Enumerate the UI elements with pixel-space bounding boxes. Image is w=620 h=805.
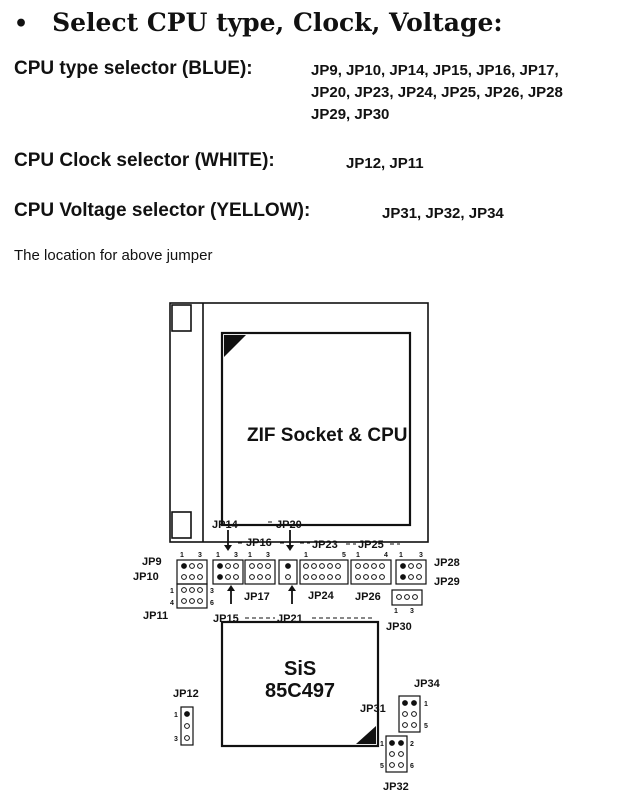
jp24-label: JP24: [308, 590, 335, 602]
pin-number-label: 1: [304, 552, 308, 559]
cpu-clock-line-1: JP12, JP11: [346, 155, 424, 172]
cpu-voltage-label: CPU Voltage selector (YELLOW):: [14, 200, 311, 221]
jp16-label: JP16: [246, 537, 272, 549]
pin-number-label: 4: [170, 600, 174, 607]
pin-number-label: 3: [419, 552, 423, 559]
section-heading: • Select CPU type, Clock, Voltage:: [14, 8, 503, 37]
jp30-label: JP30: [386, 621, 412, 633]
jp34-label: JP34: [414, 678, 441, 690]
cpu-type-line-3: JP29, JP30: [311, 106, 390, 123]
pin-number-label: 1: [394, 608, 398, 615]
pin-number-label: 5: [424, 723, 428, 730]
chip-label-line-1: SiS: [284, 658, 316, 680]
pin-number-label: 6: [410, 763, 414, 770]
jp12-label: JP12: [173, 688, 199, 700]
pin-number-label: 3: [410, 608, 414, 615]
pin-number-label: 1: [399, 552, 403, 559]
jp31-label: JP31: [360, 703, 386, 715]
pin-number-label: 6: [210, 600, 214, 607]
pin-number-label: 4: [384, 552, 388, 559]
pin-number-label: 1: [248, 552, 252, 559]
chip-label-line-2: 85C497: [265, 680, 335, 702]
bullet-icon: •: [14, 11, 29, 37]
jp17-label: JP17: [244, 591, 270, 603]
pin-number-label: 5: [342, 552, 346, 559]
cpu-type-line-1: JP9, JP10, JP14, JP15, JP16, JP17,: [311, 62, 559, 79]
cpu-voltage-jumpers: JP31, JP32, JP34: [382, 203, 504, 225]
cpu-clock-jumpers: JP12, JP11: [346, 153, 424, 175]
chip-pin1-marker: [356, 726, 376, 744]
jp10-label: JP10: [133, 571, 159, 583]
sis-chip-outline: [220, 620, 380, 748]
cpu-outline: [220, 331, 412, 527]
jp11-label: JP11: [143, 610, 168, 622]
cpu-type-line-2: JP20, JP23, JP24, JP25, JP26, JP28: [311, 84, 563, 101]
cpu-type-jumpers: JP9, JP10, JP14, JP15, JP16, JP17, JP20,…: [311, 60, 563, 126]
jp21-label: JP21: [277, 613, 303, 625]
pin-number-label: 3: [198, 552, 202, 559]
jp9-label: JP9: [142, 556, 162, 568]
cpu-clock-label: CPU Clock selector (WHITE):: [14, 150, 275, 171]
pin-number-label: 3: [234, 552, 238, 559]
jp20-label: JP20: [276, 519, 302, 531]
caption: The location for above jumper: [14, 247, 213, 264]
pin-number-label: 1: [174, 712, 178, 719]
pin-number-label: 1: [380, 741, 384, 748]
socket-label: ZIF Socket & CPU: [247, 425, 407, 446]
pin-number-label: 3: [210, 588, 214, 595]
jp23-label: JP23: [312, 539, 338, 551]
pin-number-label: 2: [410, 741, 414, 748]
jp28-label: JP28: [434, 557, 460, 569]
cpu-voltage-line-1: JP31, JP32, JP34: [382, 205, 504, 222]
jp26-label: JP26: [355, 591, 381, 603]
zif-socket-outline: [169, 302, 429, 543]
pin-number-label: 3: [266, 552, 270, 559]
jp29-label: JP29: [434, 576, 460, 588]
jp32-label: JP32: [383, 781, 409, 793]
cpu-pin1-marker: [224, 335, 246, 357]
jp25-label: JP25: [358, 539, 384, 551]
cpu-type-label: CPU type selector (BLUE):: [14, 58, 253, 79]
pin-number-label: 1: [356, 552, 360, 559]
heading-text: Select CPU type, Clock, Voltage:: [52, 8, 503, 37]
pin-number-label: 5: [380, 763, 384, 770]
jp14-label: JP14: [212, 519, 239, 531]
pin-number-label: 1: [170, 588, 174, 595]
jp15-label: JP15: [213, 613, 239, 625]
pin-number-label: 3: [174, 736, 178, 743]
pin-number-label: 1: [216, 552, 220, 559]
pin-number-label: 1: [180, 552, 184, 559]
pin-number-label: 1: [424, 701, 428, 708]
